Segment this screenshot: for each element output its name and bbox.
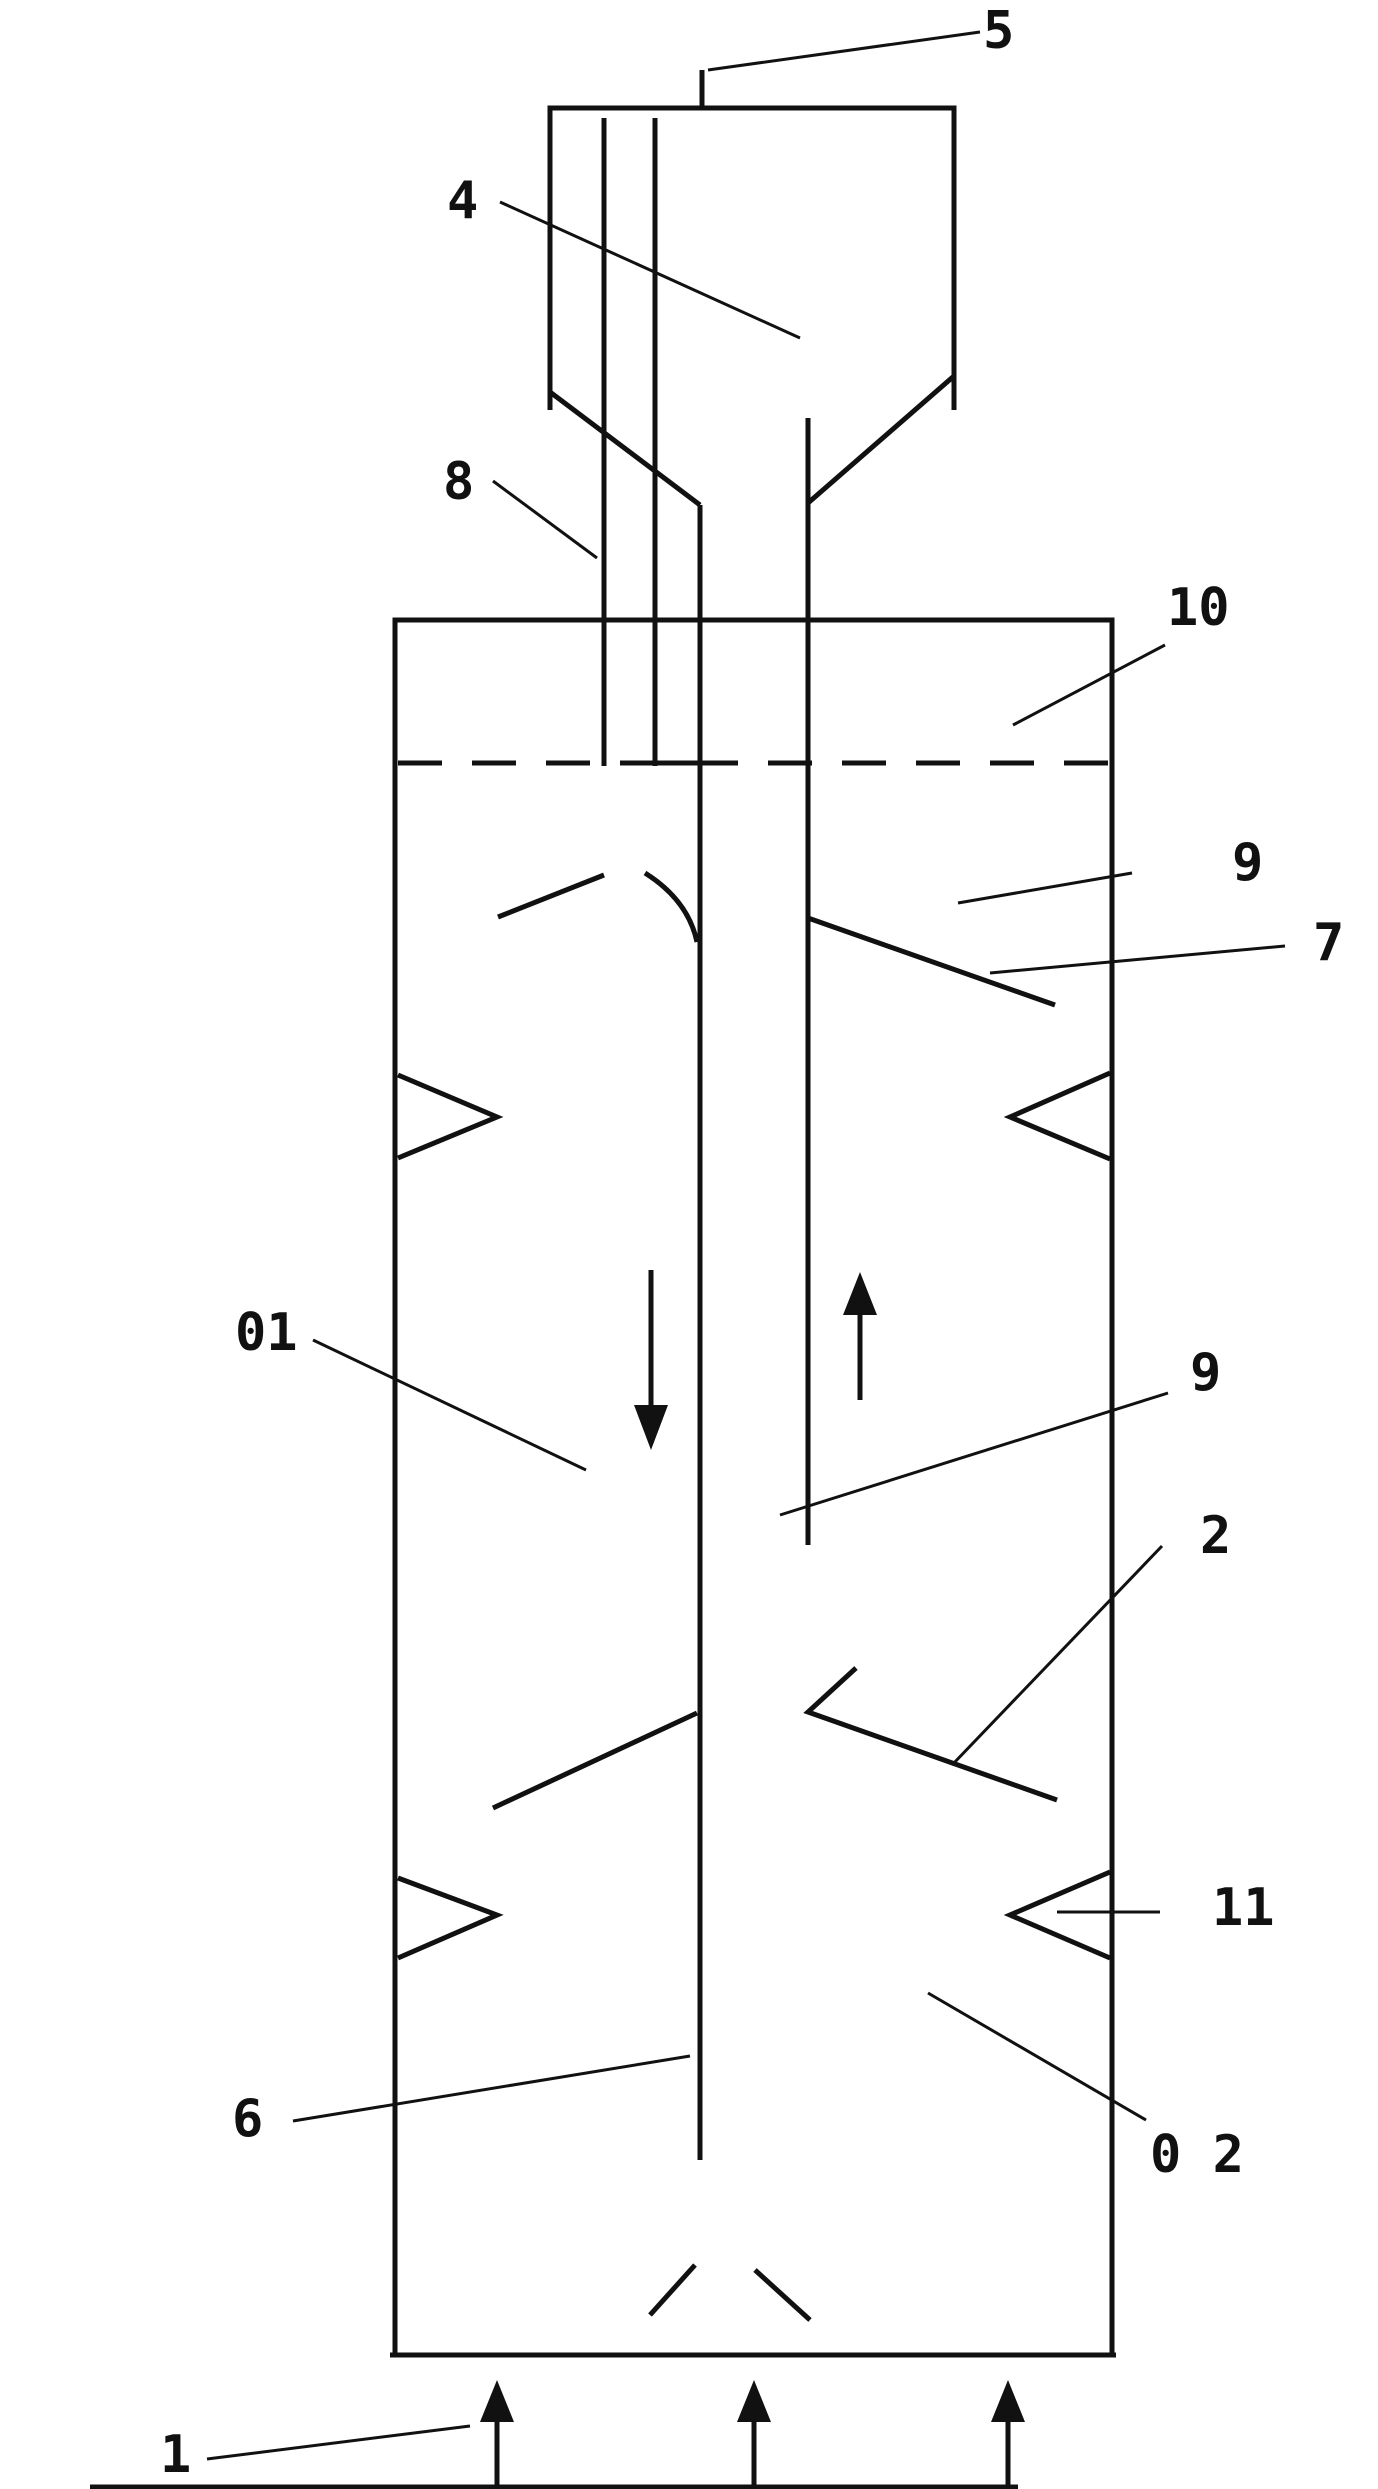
- inlet-arrow-icon: [991, 2380, 1025, 2487]
- label-10: 10: [1167, 578, 1230, 638]
- inlet-manifold: [90, 2380, 1025, 2489]
- label-4: 4: [447, 171, 478, 231]
- up-arrow-icon: [843, 1272, 877, 1400]
- label-6: 6: [232, 2089, 263, 2149]
- label-9-lower: 9: [1190, 1343, 1221, 1403]
- label-8: 8: [443, 452, 474, 512]
- baffles: [397, 870, 1112, 2322]
- inlet-arrow-icon: [480, 2380, 514, 2487]
- label-02: 0 2: [1150, 2125, 1244, 2185]
- label-1: 1: [160, 2425, 191, 2485]
- label-9-upper: 9: [1232, 833, 1263, 893]
- leader-lines: [206, 30, 1286, 2461]
- reference-labels: 5 4 8 10 9 7 01 9 2 11 6 0 2 1: [160, 1, 1344, 2485]
- top-separator-hopper: [547, 70, 957, 2160]
- inlet-arrow-icon: [737, 2380, 771, 2487]
- label-01: 01: [235, 1303, 298, 1363]
- label-11: 11: [1212, 1878, 1275, 1938]
- label-7: 7: [1313, 913, 1344, 973]
- outlet-pipes: [601, 118, 658, 766]
- internal-flow-arrows: [634, 1270, 877, 1450]
- main-vessel: [390, 617, 1116, 2358]
- label-5: 5: [983, 1, 1014, 61]
- label-2: 2: [1200, 1506, 1231, 1566]
- down-arrow-icon: [634, 1270, 668, 1450]
